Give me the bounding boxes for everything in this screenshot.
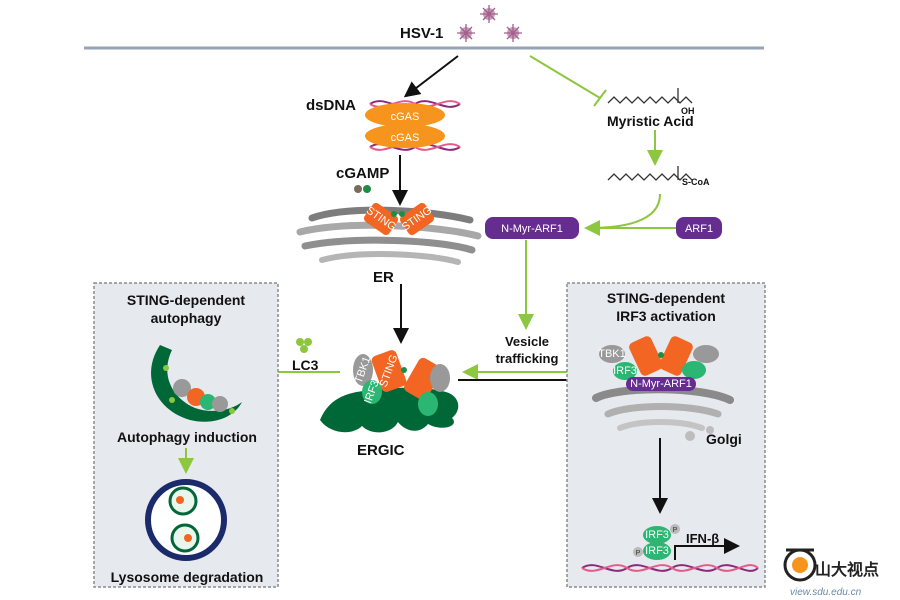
myristic-acid-label: Myristic Acid [607, 113, 694, 129]
vesicle-label-line2: trafficking [496, 351, 559, 366]
irf3-dimer-icon [633, 524, 680, 560]
golgi-tbk1-label: TBK1 [598, 348, 626, 360]
lc3-icon [296, 338, 312, 353]
er-label: ER [373, 269, 394, 286]
golgi-protein-complex [599, 336, 719, 391]
nmyr-arf1-label: N-Myr-ARF1 [501, 223, 563, 235]
irf3-label-top: IRF3 [645, 529, 669, 541]
irf3-panel-title-line2: IRF3 activation [616, 308, 716, 324]
arf1-pill [676, 217, 722, 239]
cgas-label-2: cGAS [391, 132, 420, 144]
ergic-membrane [320, 387, 459, 433]
irf3-label-bottom: IRF3 [645, 545, 669, 557]
watermark-logo-icon [783, 548, 817, 582]
myristic-acid-structure [607, 96, 693, 104]
inhibition-line-virus-to-myristic-acid [529, 55, 601, 99]
myristoyl-coa-structure [607, 173, 693, 181]
dsdna-label: dsDNA [306, 97, 356, 114]
autophagy-title-line1: STING-dependent [127, 292, 246, 308]
vesicle-label-line1: Vesicle [505, 334, 549, 349]
golgi-label: Golgi [706, 431, 742, 447]
lc3-label: LC3 [292, 357, 319, 373]
arrow-transcription-start [674, 538, 740, 560]
oh-label: OH [681, 106, 695, 116]
nmyr-arf1-pill [485, 217, 579, 239]
cgamp-label: cGAMP [336, 165, 389, 182]
ergic-label: ERGIC [357, 442, 405, 459]
inhibition-bar [593, 89, 607, 107]
lysosome-degradation-label: Lysosome degradation [111, 569, 264, 585]
cgas-protein-2 [365, 124, 445, 148]
arf1-label: ARF1 [685, 223, 713, 235]
ifn-beta-label: IFN-β [686, 531, 719, 546]
watermark-text: 山大视点 [815, 560, 879, 579]
virus-label: HSV-1 [400, 25, 443, 42]
lysosome-icon [145, 479, 227, 561]
genomic-dna-helix [581, 564, 759, 572]
autophagosome-icon [151, 345, 242, 422]
irf3-panel-title-line1: STING-dependent [607, 290, 726, 306]
sting-dimer-er [363, 202, 435, 236]
ergic-protein-complex [353, 350, 450, 416]
watermark-url: view.sdu.edu.cn [790, 587, 862, 598]
cgas-label-1: cGAS [391, 111, 420, 123]
phospho-label-top: P [673, 527, 678, 534]
phospho-label-bottom: P [636, 550, 641, 557]
arrow-coa-to-nmyr-arf1 [584, 193, 661, 236]
arrow-virus-to-dsdna [403, 55, 459, 98]
autophagy-induction-label: Autophagy induction [117, 429, 257, 445]
cgas-protein-1 [365, 103, 445, 127]
cgamp-molecule-icon [354, 185, 371, 193]
autophagy-title-line2: autophagy [151, 310, 222, 326]
scoa-label: S-CoA [682, 177, 710, 187]
golgi-nmyr-arf1-label: N-Myr-ARF1 [630, 378, 692, 390]
golgi-irf3-label: IRF3 [613, 365, 637, 377]
hsv1-virus-particles [457, 5, 522, 42]
